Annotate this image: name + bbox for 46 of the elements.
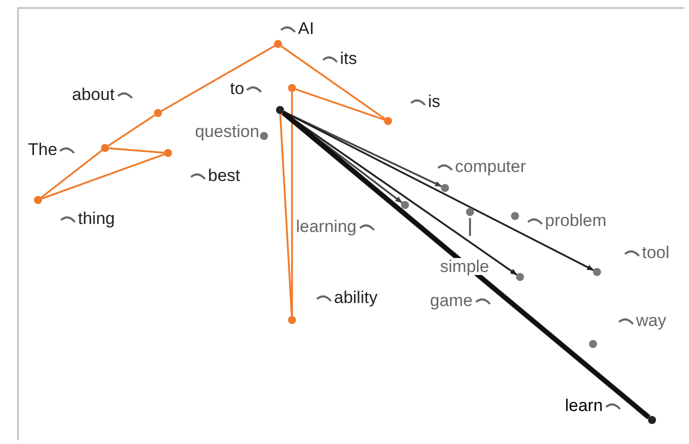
connector-line bbox=[280, 46, 386, 120]
data-point bbox=[274, 40, 282, 48]
data-point bbox=[401, 201, 409, 209]
connector-line bbox=[161, 45, 275, 112]
word-label: game bbox=[430, 292, 473, 309]
data-point bbox=[511, 212, 519, 220]
word-label: problem bbox=[545, 212, 606, 229]
data-point bbox=[589, 340, 597, 348]
connector-line bbox=[40, 150, 102, 198]
data-point bbox=[288, 84, 296, 92]
data-point bbox=[154, 109, 162, 117]
connector-line bbox=[291, 92, 293, 316]
word-label: thing bbox=[78, 210, 115, 227]
data-point bbox=[164, 149, 172, 157]
data-point bbox=[276, 106, 284, 114]
data-point bbox=[34, 196, 42, 204]
data-point bbox=[593, 268, 601, 276]
word-label: learn bbox=[565, 397, 603, 414]
word-label: simple bbox=[440, 258, 490, 275]
connector-line bbox=[279, 114, 293, 316]
word-label: AI bbox=[298, 20, 314, 37]
arrow bbox=[281, 110, 651, 420]
data-point bbox=[516, 273, 524, 281]
word-label: computer bbox=[455, 158, 526, 175]
connector-line bbox=[108, 147, 164, 154]
connector-line bbox=[41, 154, 165, 200]
data-point bbox=[441, 184, 449, 192]
connector-line bbox=[108, 114, 156, 147]
word-label: ability bbox=[334, 289, 378, 306]
data-point bbox=[260, 132, 268, 140]
word-label: is bbox=[428, 93, 440, 110]
word-label: tool bbox=[642, 244, 670, 261]
data-point bbox=[466, 208, 474, 216]
word-label: its bbox=[340, 50, 357, 67]
word-label: learning bbox=[296, 218, 356, 235]
word-label: best bbox=[208, 167, 240, 184]
data-point bbox=[101, 144, 109, 152]
word-label: to bbox=[230, 80, 244, 97]
data-point bbox=[288, 316, 296, 324]
data-point bbox=[384, 117, 392, 125]
data-point bbox=[648, 416, 656, 424]
word-label: question bbox=[195, 123, 260, 140]
connector-line bbox=[296, 88, 384, 121]
word-label: The bbox=[28, 141, 58, 158]
word-label: about bbox=[72, 86, 115, 103]
word-label: way bbox=[636, 312, 666, 329]
